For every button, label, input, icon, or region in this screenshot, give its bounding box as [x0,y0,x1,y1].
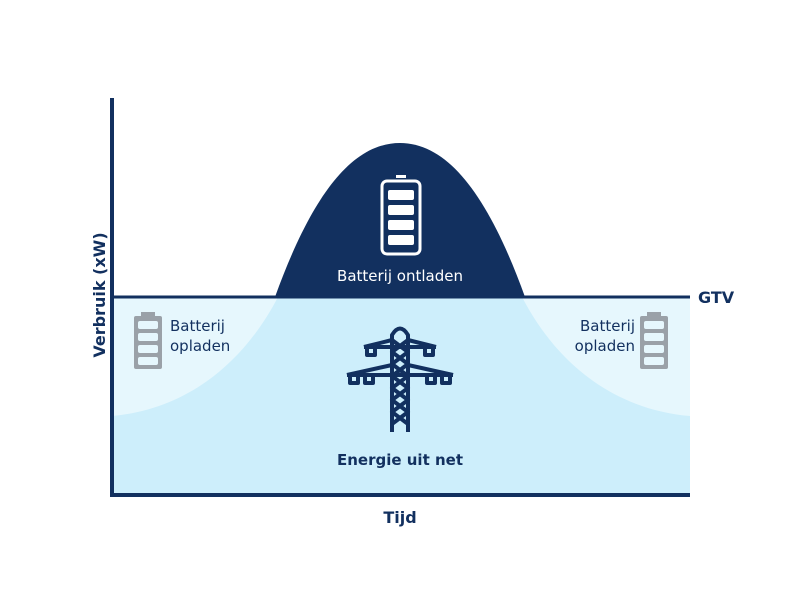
gtv-label: GTV [698,288,735,307]
charge-label-left: Batterij opladen [170,316,230,356]
charge-label-right: Batterij opladen [565,316,635,356]
charge-label-right-line1: Batterij [580,317,635,335]
battery-full-icon [380,175,422,256]
peak-label: Batterij ontladen [337,267,463,285]
x-axis-label: Tijd [383,508,417,527]
charge-label-left-line1: Batterij [170,317,225,335]
grid-energy-label: Energie uit net [336,451,463,469]
power-pylon-icon [346,326,454,432]
charge-label-right-line2: opladen [574,337,635,355]
battery-charging-icon-right [640,312,668,369]
charge-label-left-line2: opladen [170,337,231,355]
y-axis-label: Verbruik (xW) [90,232,109,358]
battery-charging-icon-left [134,312,162,369]
